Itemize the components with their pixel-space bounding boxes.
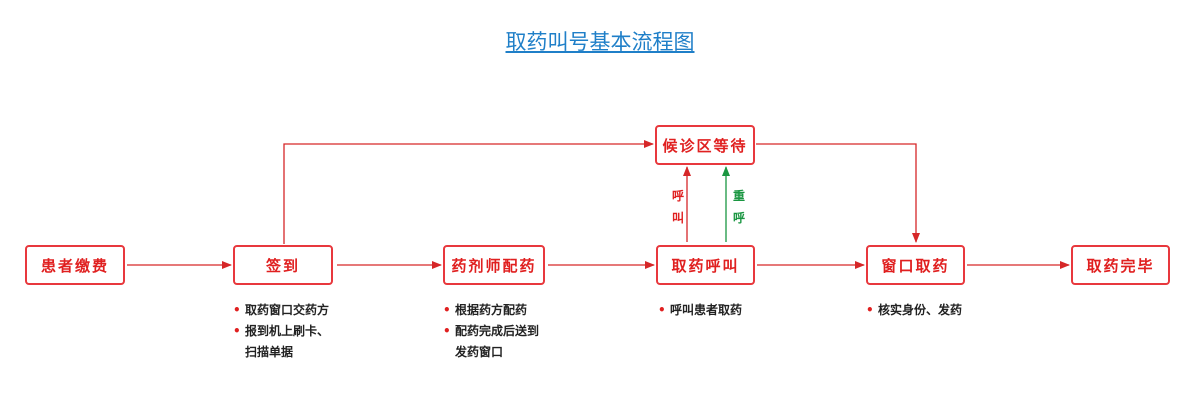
note-item: 取药窗口交药方 [233,300,329,321]
note-item-continuation: 发药窗口 [455,345,504,359]
label-recall: 重 呼 [731,185,747,229]
node-medicine-call: 取药呼叫 [656,245,755,285]
note-item: 呼叫患者取药 [658,300,742,321]
note-item: 根据药方配药 [443,300,539,321]
node-patient-payment: 患者缴费 [25,245,125,285]
node-pickup-done: 取药完毕 [1071,245,1170,285]
note-item: 核实身份、发药 [866,300,962,321]
notes-check-in: 取药窗口交药方 报到机上刷卡、 扫描单据 [233,300,329,363]
label-recall-char-2: 呼 [732,211,745,225]
edge-waiting-to-window [756,143,920,243]
notes-dispense: 根据药方配药 配药完成后送到 发药窗口 [443,300,539,363]
note-item: 报到机上刷卡、 [233,321,329,342]
notes-call: 呼叫患者取药 [658,300,742,321]
note-item: 配药完成后送到 [443,321,539,342]
node-window-pickup: 窗口取药 [866,245,965,285]
note-item-continuation: 扫描单据 [245,345,294,359]
edge-checkin-to-waiting [283,140,654,244]
label-call-char-1: 呼 [671,189,684,203]
diagram-title: 取药叫号基本流程图 [505,30,695,54]
node-pharmacist-dispense: 药剂师配药 [443,245,545,285]
label-call: 呼 叫 [670,185,686,229]
label-call-char-2: 叫 [671,211,684,225]
node-check-in: 签到 [233,245,333,285]
notes-window: 核实身份、发药 [866,300,962,321]
node-waiting-area: 候诊区等待 [655,125,755,165]
label-recall-char-1: 重 [732,189,745,203]
